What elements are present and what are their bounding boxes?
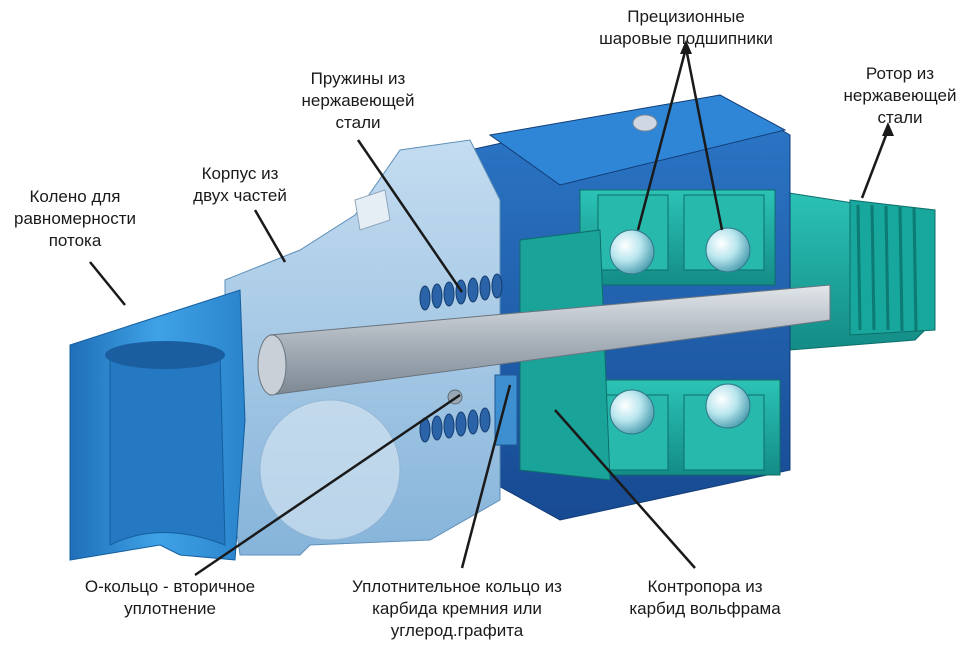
- leader-seal: [460, 384, 512, 569]
- ball-bearing: [705, 227, 751, 273]
- label-counterface: Контропора из карбид вольфрама: [629, 577, 781, 618]
- label-oring: О-кольцо - вторичное уплотнение: [84, 577, 256, 618]
- leader-housing: [253, 209, 287, 263]
- label-rotor: Ротор из нержавеющей стали: [843, 64, 957, 127]
- label-housing: Корпус из двух частей: [193, 164, 287, 205]
- label-elbow: Колено для равномерности потока: [13, 187, 136, 250]
- leader-rotor: [860, 129, 890, 199]
- label-springs: Пружины из нержавеющей стали: [301, 69, 415, 132]
- leader-bearing-1: [636, 47, 688, 231]
- ball-bearing: [705, 383, 751, 429]
- label-bearings: Прецизионные шаровые подшипники: [599, 7, 773, 48]
- ball-bearing: [609, 389, 655, 435]
- leader-elbow: [89, 261, 126, 306]
- leader-lines: [89, 47, 890, 577]
- elbow: [69, 289, 246, 561]
- leader-counterface: [554, 409, 696, 569]
- label-seal: Уплотнительное кольцо из карбида кремния…: [352, 577, 562, 640]
- bearing-assembly: [519, 189, 781, 481]
- leader-arrowheads: [680, 40, 894, 136]
- leader-bearing-2: [684, 47, 724, 231]
- leader-oring: [194, 393, 461, 577]
- body-port: [632, 114, 658, 132]
- shaft: [257, 284, 831, 396]
- ball-bearing: [609, 229, 655, 275]
- rotor-thread-ridges: [856, 204, 918, 332]
- spring-lower: [419, 407, 491, 443]
- rotor: [769, 189, 936, 351]
- spring-upper: [419, 273, 503, 311]
- leader-springs: [356, 139, 464, 293]
